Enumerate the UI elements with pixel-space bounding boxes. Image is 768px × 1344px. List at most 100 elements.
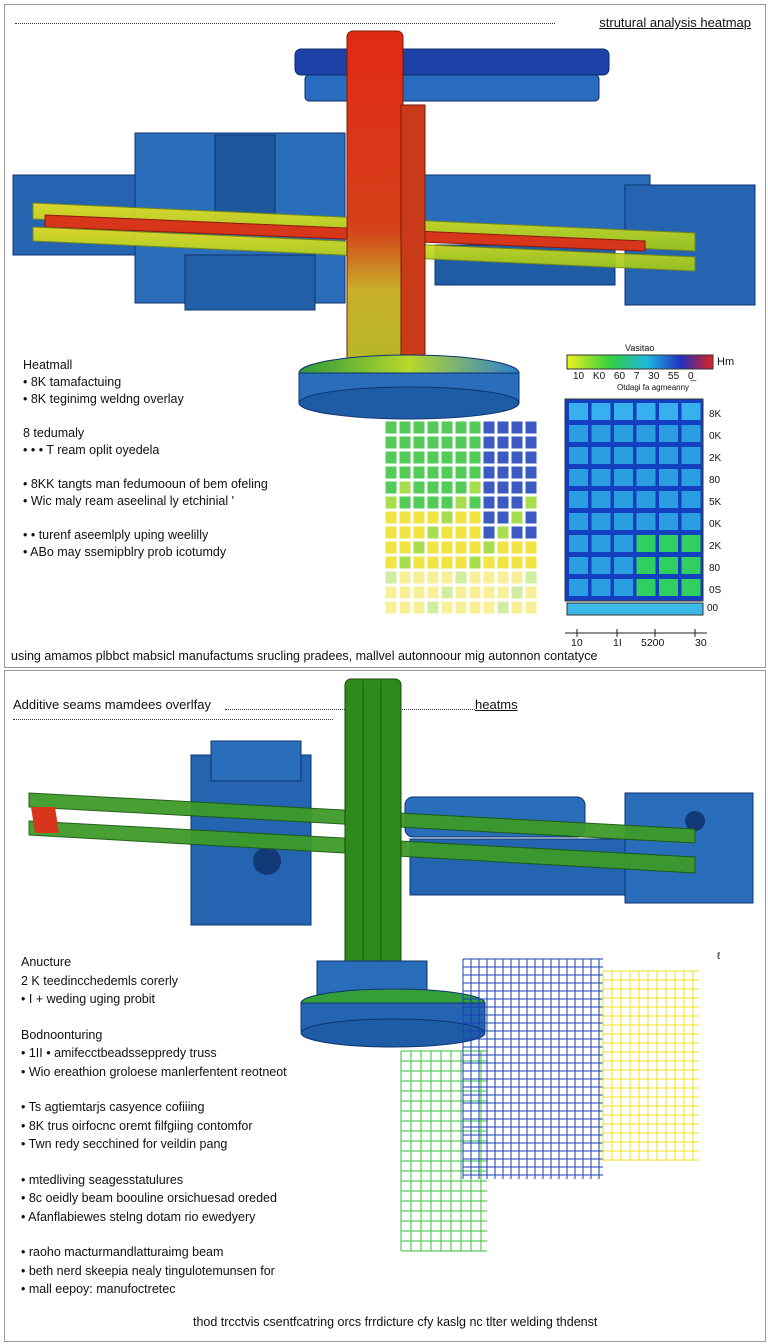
stress-cell <box>468 465 482 480</box>
stress-cell <box>384 600 398 615</box>
heatmap-row-label: 0K <box>709 431 722 442</box>
stress-cell <box>426 495 440 510</box>
stress-cell <box>398 480 412 495</box>
stress-cell <box>398 600 412 615</box>
note-spacer <box>23 408 268 425</box>
x-axis-tick: 5200 <box>641 637 665 649</box>
stress-cell <box>454 540 468 555</box>
note-line: • raoho macturmandlatturaimg beam <box>21 1245 224 1259</box>
stress-cell <box>468 435 482 450</box>
legend-ticks: 10 K0 60 7 30 55 0̲ <box>573 371 694 382</box>
note-line: Heatmall <box>23 358 73 372</box>
stress-cell <box>384 570 398 585</box>
stress-cell <box>524 570 538 585</box>
stress-cell <box>524 555 538 570</box>
stress-cell <box>496 480 510 495</box>
stress-cell <box>524 450 538 465</box>
x-axis <box>565 629 707 637</box>
stress-cell <box>440 420 454 435</box>
upper-ring <box>294 48 610 102</box>
heat-cell <box>591 491 611 508</box>
stress-cell <box>426 600 440 615</box>
stress-cell <box>454 420 468 435</box>
stress-cell <box>510 450 524 465</box>
heatmap-bottom-label: 00 <box>707 603 719 614</box>
stress-cell <box>398 525 412 540</box>
stress-cell <box>440 435 454 450</box>
stress-cell <box>426 525 440 540</box>
stress-cell <box>496 540 510 555</box>
stress-cell <box>412 585 426 600</box>
heat-cell <box>659 403 678 420</box>
stress-cell <box>454 435 468 450</box>
stress-cell <box>468 600 482 615</box>
heat-cell <box>681 579 701 596</box>
stress-cell <box>412 435 426 450</box>
heat-cell <box>569 513 588 530</box>
heat-cell <box>614 491 633 508</box>
stress-cell <box>454 510 468 525</box>
heat-cell <box>614 447 633 464</box>
stress-cell <box>468 555 482 570</box>
note-line: • Wic maly ream aseelinal ly etchinial ' <box>23 494 234 508</box>
stress-cell <box>384 450 398 465</box>
stress-cell <box>482 480 496 495</box>
stress-cell <box>524 420 538 435</box>
stress-cell <box>398 585 412 600</box>
machine-render-bottom <box>28 678 754 1252</box>
stress-cell <box>524 510 538 525</box>
heat-cell <box>659 579 678 596</box>
note-spacer <box>21 1226 287 1243</box>
stress-cell <box>426 480 440 495</box>
stress-cell <box>384 510 398 525</box>
stress-cell <box>440 585 454 600</box>
stress-cell <box>524 600 538 615</box>
stress-cell <box>510 435 524 450</box>
stress-cell <box>496 570 510 585</box>
heat-cell <box>614 579 633 596</box>
stress-cell <box>398 420 412 435</box>
stress-cell <box>412 465 426 480</box>
stress-cell <box>524 465 538 480</box>
heat-cell <box>591 535 611 552</box>
stress-cell <box>426 555 440 570</box>
heat-cell <box>681 403 701 420</box>
stress-cell <box>454 570 468 585</box>
stress-cell <box>412 525 426 540</box>
note-line: • 8KK tangts man fedumooun of bem ofelin… <box>23 477 268 491</box>
heat-cell <box>591 425 611 442</box>
annotation-notes-top: Heatmall • 8K tamafactuing • 8K teginimg w… <box>23 357 268 561</box>
heat-cell <box>591 469 611 486</box>
stress-cell <box>524 585 538 600</box>
vertical-column <box>344 678 402 980</box>
note-line: • 8K trus oirfocnc oremt filfgiing conto… <box>21 1118 253 1133</box>
note-line: • Twn redy secchined for veildin pang <box>21 1137 228 1151</box>
stress-cell <box>440 525 454 540</box>
stress-cell <box>454 480 468 495</box>
stress-cell <box>426 420 440 435</box>
heat-cell <box>591 403 611 420</box>
stress-cell <box>398 510 412 525</box>
note-line: • 8K teginimg weldng overlay <box>23 392 184 406</box>
stress-cell <box>482 420 496 435</box>
heatmap-row-label: 80 <box>709 475 721 486</box>
note-line: 2 K teedincchedemls corerly <box>21 973 179 988</box>
stress-cell <box>524 525 538 540</box>
vertical-column <box>346 30 426 392</box>
stress-cell <box>454 465 468 480</box>
note-line: • 8K tamafactuing <box>23 375 122 389</box>
stress-cell <box>482 450 496 465</box>
stress-cell <box>384 420 398 435</box>
heat-cell <box>636 403 656 420</box>
stress-cell <box>510 465 524 480</box>
stress-cell <box>384 480 398 495</box>
heat-cell <box>659 491 678 508</box>
note-line: • I + weding uging probit <box>21 992 155 1006</box>
heat-cell <box>614 513 633 530</box>
welding-overlay-panel: Additive seams mamdees overlfay heatms <box>4 670 766 1342</box>
note-line: • Wio ereathion groloese manlerfentent r… <box>21 1064 287 1079</box>
stress-cell <box>468 525 482 540</box>
lower-disc <box>298 354 520 420</box>
heat-cell <box>591 557 611 574</box>
stress-cell <box>398 540 412 555</box>
